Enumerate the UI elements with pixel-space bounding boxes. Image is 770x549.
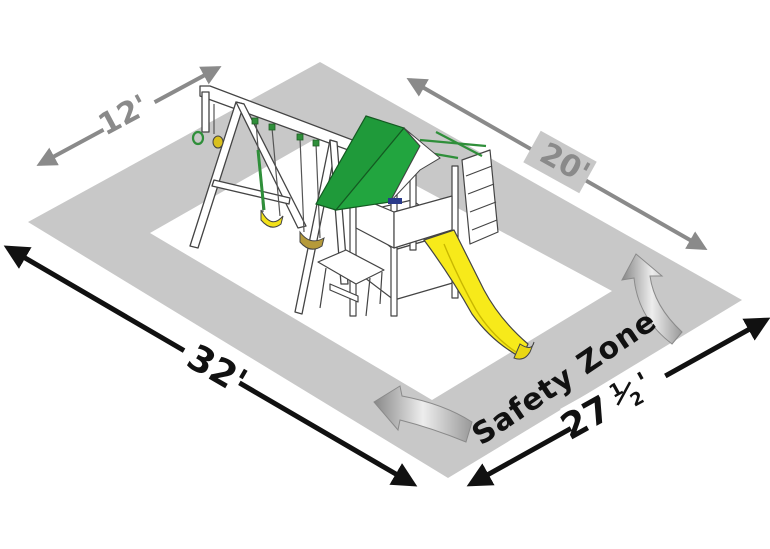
beam-end-post <box>201 91 210 133</box>
fraction-bar <box>616 381 632 406</box>
dim-gap <box>93 84 163 144</box>
telescope <box>388 198 402 204</box>
swing-seat-yellow <box>260 209 284 228</box>
swing-brace-left <box>211 179 291 205</box>
dim-gap <box>173 334 249 402</box>
swing-brackets <box>251 117 320 211</box>
dim-gap <box>523 130 597 194</box>
